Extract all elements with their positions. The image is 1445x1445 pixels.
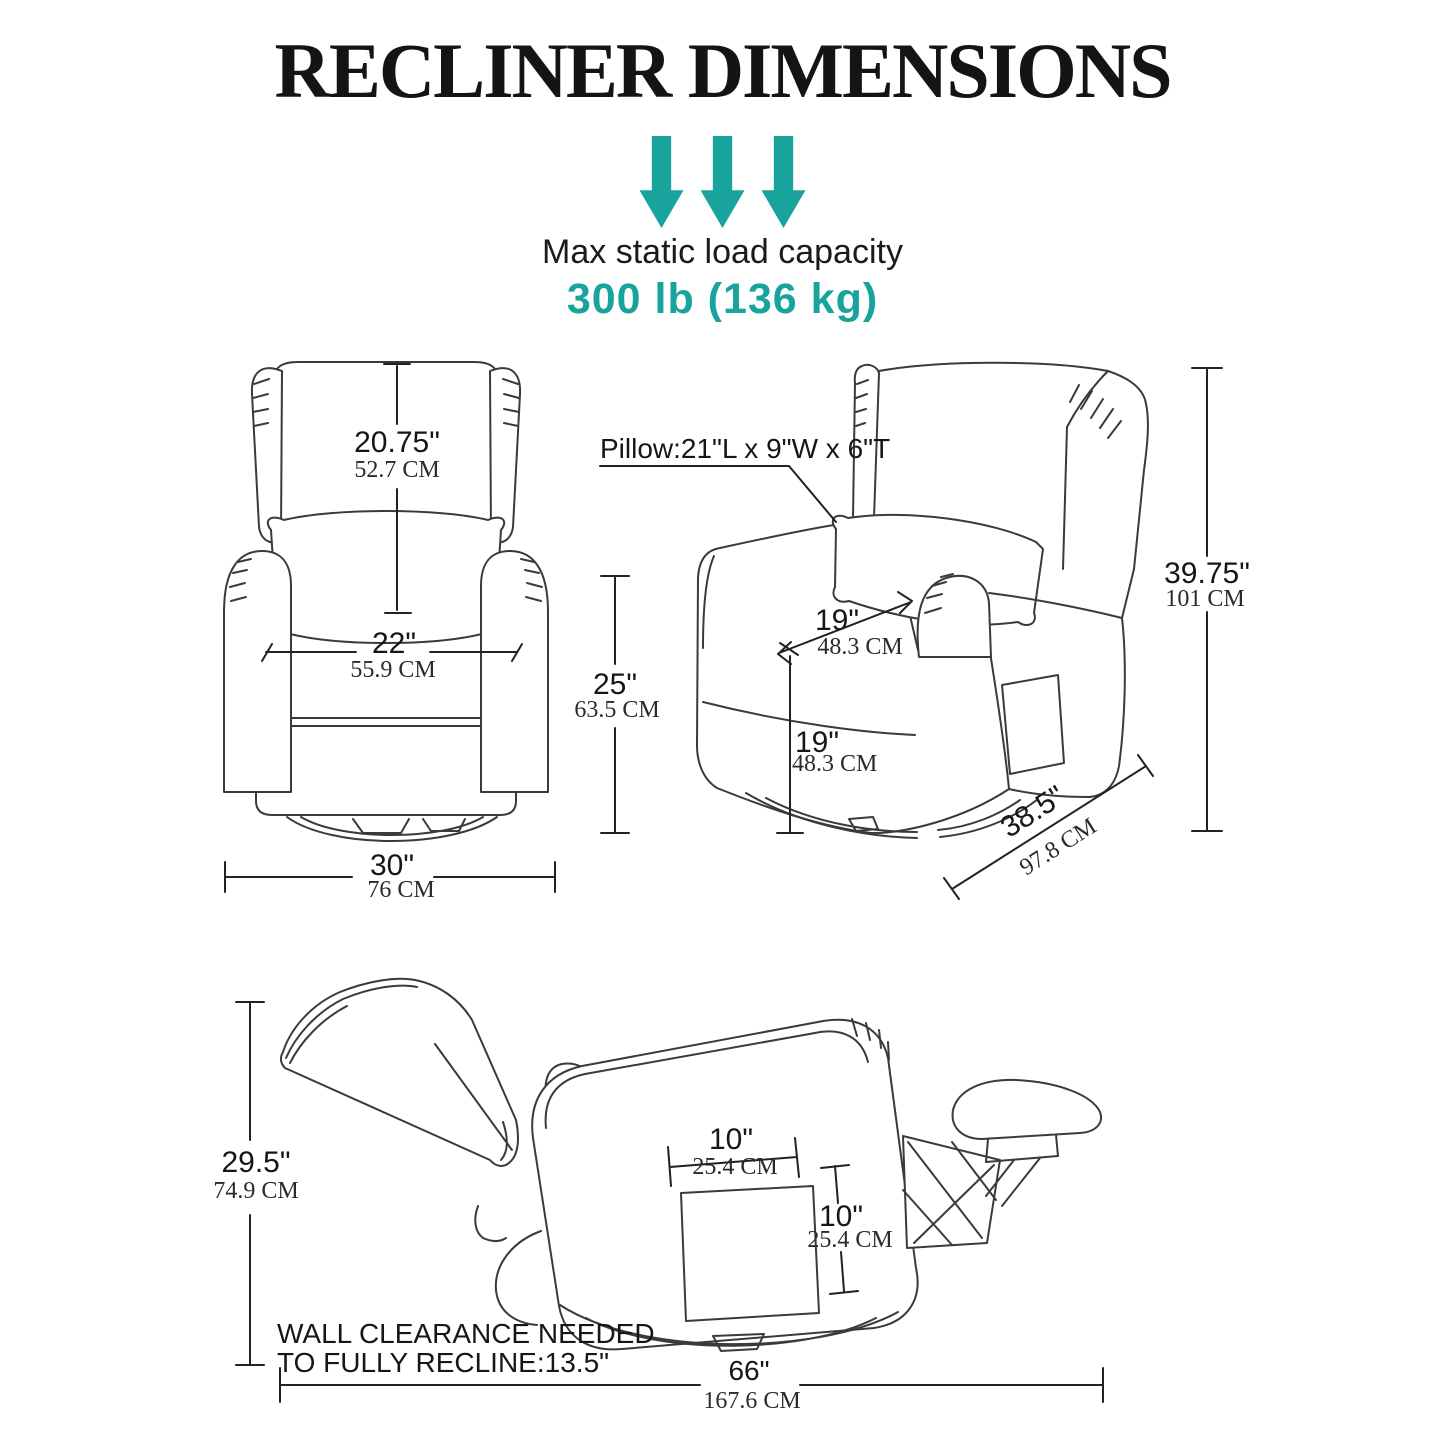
swivel-foot (712, 1333, 765, 1352)
swivel-base-side (745, 792, 1039, 839)
load-arrows (639, 136, 806, 228)
mechanism-lattice (902, 1141, 997, 1246)
base-body (531, 1018, 919, 1351)
load-capacity-value: 300 lb (136 kg) (566, 275, 879, 323)
base-depth-in: 10" (819, 1200, 863, 1233)
swivel-ring-left (494, 1230, 542, 1326)
swivel-base (286, 816, 498, 842)
overall-width-dim-line (224, 861, 556, 893)
front-skirt (255, 725, 517, 816)
back-height-in: 20.75" (354, 426, 440, 459)
armrest-height-dim-line (600, 575, 630, 834)
right-arm-hatches (520, 558, 543, 602)
reclined-height-in: 29.5" (221, 1146, 290, 1179)
base-plate (680, 1185, 820, 1322)
seat-height-cm: 48.3 CM (792, 751, 877, 777)
right-wing-outer (1107, 370, 1149, 570)
seat-width-in: 22" (372, 627, 416, 660)
side-pocket (1001, 674, 1065, 775)
front-view-drawing (223, 361, 549, 842)
back-left-hatches (855, 379, 869, 427)
seat-width-dim-line (261, 643, 523, 662)
seat-width-cm: 55.9 CM (350, 657, 435, 683)
reclined-height-dim-line (235, 1001, 265, 1366)
seat-depth-in: 19" (815, 604, 859, 637)
left-arm (223, 550, 292, 793)
wall-clearance-note-line1: WALL CLEARANCE NEEDED (277, 1318, 655, 1349)
swivel-arcs (559, 1304, 899, 1347)
reclined-length-in: 66" (728, 1355, 769, 1386)
pillow-leader-line (599, 465, 837, 523)
right-wing-inner (1062, 370, 1109, 570)
seat-height-in: 19" (795, 726, 839, 759)
load-capacity-label: Max static load capacity (542, 233, 903, 271)
left-wing-hatches (252, 378, 270, 427)
reclined-height-cm: 74.9 CM (213, 1178, 298, 1204)
arm-top-edge (988, 568, 1135, 619)
seat-height-dim-line (776, 642, 804, 834)
reclined-length-cm: 167.6 CM (703, 1388, 800, 1414)
seat-depth-dim-line (777, 591, 913, 665)
side-view-drawing (696, 361, 1149, 839)
lumbar-pillow (266, 510, 506, 644)
reclined-view-dimensions: 29.5" 74.9 CM 10" 25.4 CM 10" 25.4 CM WA… (213, 1001, 1104, 1414)
overall-width-in: 30" (370, 849, 414, 882)
back-height-dim-line (383, 363, 412, 614)
footrest-bracket (985, 1134, 1059, 1207)
back-height-cm: 52.7 CM (354, 457, 439, 483)
right-wing-hatches (1069, 384, 1122, 439)
base-depth-cm: 25.4 CM (807, 1227, 892, 1253)
page-title: RECLINER DIMENSIONS (274, 27, 1172, 114)
body-seam-lines (702, 555, 916, 736)
armrest-height-cm: 63.5 CM (574, 697, 659, 723)
right-wing-hatches (502, 378, 520, 427)
footrest-pad (951, 1078, 1102, 1140)
recline-mechanism (902, 1135, 1001, 1249)
backrest-support (474, 1205, 507, 1242)
lumbar-pillow-side (831, 513, 1044, 626)
corner-hatches (851, 1018, 890, 1061)
wall-clearance-note-line2: TO FULLY RECLINE:13.5" (277, 1347, 609, 1378)
arm-roll-hatches (924, 573, 954, 614)
base-feet (352, 818, 466, 834)
seat-depth-cm: 48.3 CM (817, 634, 902, 660)
base-width-dim-line (667, 1137, 800, 1187)
right-arm (480, 550, 549, 793)
left-arm-hatches (229, 558, 252, 602)
pillow-note: Pillow:21"L x 9"W x 6"T (600, 433, 890, 464)
reclined-backrest (279, 977, 519, 1167)
overall-height-dim-line (1191, 367, 1223, 832)
overall-height-cm: 101 CM (1165, 586, 1244, 612)
base-width-cm: 25.4 CM (692, 1154, 777, 1180)
backrest-top-edge (878, 361, 1109, 372)
reclined-length-dim-line (279, 1367, 1104, 1403)
backrest-seams (285, 984, 513, 1161)
base-body-inner-edge (544, 1030, 869, 1129)
base-width-in: 10" (709, 1123, 753, 1156)
reclined-view-drawing (279, 977, 1102, 1352)
base-foot-side (848, 816, 879, 832)
overall-height-in: 39.75" (1164, 557, 1250, 590)
base-depth-dim-line (820, 1164, 859, 1295)
front-view-dimensions: 20.75" 52.7 CM 22" 55.9 CM 30" 76 CM 25"… (224, 363, 660, 903)
armrest-height-in: 25" (593, 668, 637, 701)
overall-depth-dim-line (943, 754, 1154, 900)
lower-body (696, 524, 1010, 835)
overall-width-cm: 76 CM (367, 877, 434, 903)
